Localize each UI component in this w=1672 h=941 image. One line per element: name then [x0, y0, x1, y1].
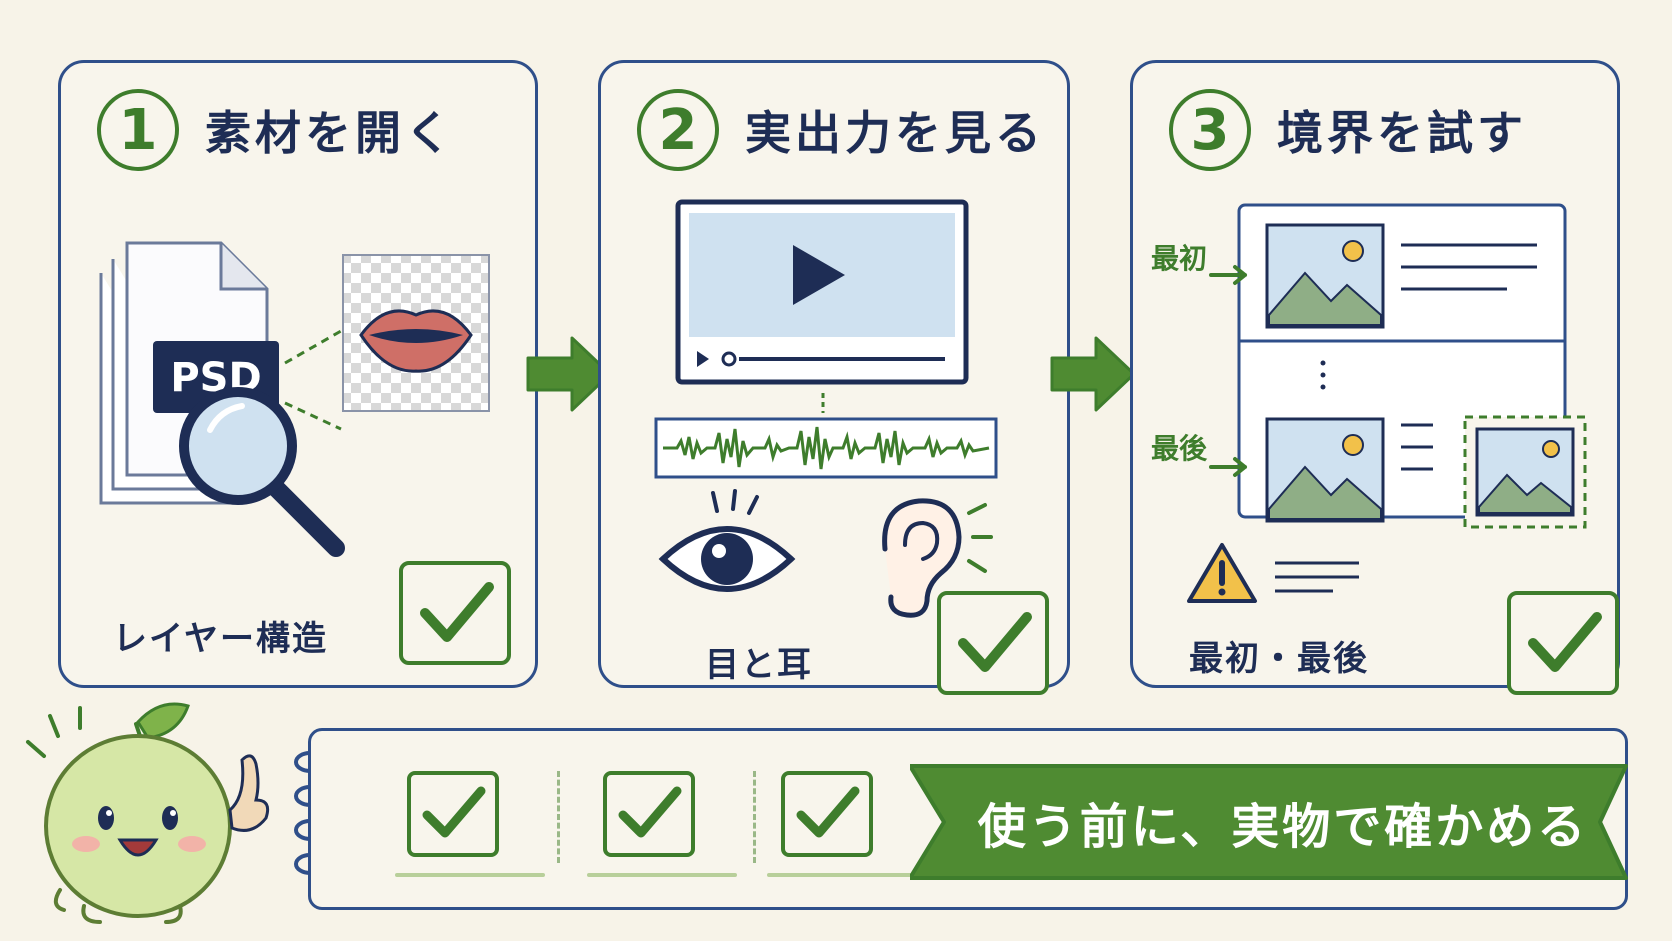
magnifier-icon [179, 387, 345, 557]
lips-layer-icon [342, 254, 490, 412]
image-icon [1463, 415, 1587, 529]
step-3-title: 境界を試す [1277, 106, 1527, 160]
check-icon [1528, 612, 1602, 672]
image-icon [1265, 417, 1385, 523]
step-3-caption: 最初・最後 [1189, 639, 1369, 679]
label-last: 最後 [1151, 432, 1208, 465]
checklist-box-2 [603, 771, 695, 857]
banner-ribbon [910, 764, 1628, 880]
video-player-icon [675, 199, 969, 385]
step-3-header: 3 境界を試す [1169, 85, 1527, 175]
check-icon [422, 786, 486, 838]
step-1-panel: 1 素材を開く PSD レイヤー構造 [58, 60, 538, 688]
image-icon [1265, 223, 1385, 329]
arrow-right-icon [1209, 457, 1247, 477]
step-2-title: 実出力を見る [745, 106, 1045, 160]
banner-text: 使う前に、実物で確かめる [977, 799, 1589, 855]
checklist-box-3 [781, 771, 873, 857]
check-icon [796, 786, 860, 838]
check-icon [420, 582, 494, 642]
play-icon [793, 245, 845, 305]
step-3-panel: 3 境界を試す 最初 最後 [1130, 60, 1620, 695]
connector-lines [284, 329, 342, 431]
checklist-underline [587, 873, 737, 877]
note-lines [1275, 561, 1359, 593]
step-1-number: 1 [97, 89, 179, 171]
checklist-box-1 [407, 771, 499, 857]
step-2-panel: 2 実出力を見る 目と耳 [598, 60, 1070, 695]
ear-icon [882, 498, 993, 618]
waveform-icon [654, 393, 998, 479]
step-2-header: 2 実出力を見る [637, 85, 1045, 175]
step-2-caption: 目と耳 [705, 645, 813, 685]
checklist-divider [557, 771, 560, 863]
step-2-check [937, 591, 1049, 695]
step-3-check [1507, 591, 1619, 695]
step-2-number: 2 [637, 89, 719, 171]
mascot-icon [26, 702, 270, 924]
eye-icon [658, 489, 796, 592]
step-1-header: 1 素材を開く [97, 85, 455, 175]
checklist-underline [395, 873, 545, 877]
check-icon [618, 786, 682, 838]
checklist-divider [753, 771, 756, 863]
step-1-title: 素材を開く [205, 106, 455, 160]
step-1-caption: レイヤー構造 [113, 619, 328, 659]
arrow-right-icon [1209, 265, 1247, 285]
arrow-right-icon [1050, 336, 1136, 412]
warning-icon [1187, 543, 1257, 603]
label-first: 最初 [1151, 242, 1208, 275]
step-3-number: 3 [1169, 89, 1251, 171]
check-icon [958, 612, 1032, 672]
arrow-right-icon [526, 336, 612, 412]
checklist-underline [767, 873, 917, 877]
step-1-check [399, 561, 511, 665]
